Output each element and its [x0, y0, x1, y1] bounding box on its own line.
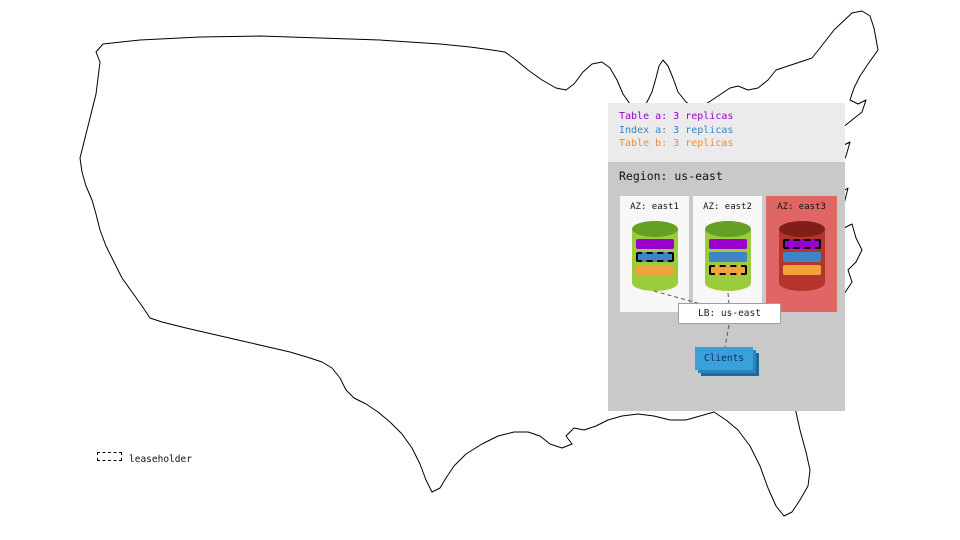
legend-item-table-a: Table a: 3 replicas [619, 111, 734, 122]
db-cylinder-east2 [704, 221, 751, 291]
replica-legend: Table a: 3 replicas Index a: 3 replicas … [608, 103, 845, 162]
clients-box: Clients [695, 347, 753, 370]
db-cylinder-east1 [631, 221, 678, 291]
az-label-east2: AZ: east2 [703, 202, 752, 212]
replica-bar-index-a [708, 252, 747, 262]
replica-bar-table-b [708, 265, 747, 275]
cylinder-top [704, 221, 751, 237]
az-label-east3: AZ: east3 [777, 202, 826, 212]
replica-bar-table-b [782, 265, 821, 275]
az-box-east3: AZ: east3 [766, 196, 837, 312]
legend-item-index-a: Index a: 3 replicas [619, 124, 734, 136]
cylinder-top [631, 221, 678, 237]
az-label-east1: AZ: east1 [630, 202, 679, 212]
leaseholder-swatch [97, 452, 122, 461]
clients-stack: Clients [695, 347, 759, 376]
replica-bar-table-a [782, 239, 821, 249]
az-box-east2: AZ: east2 [693, 196, 762, 312]
cylinder-bottom [631, 275, 678, 291]
cylinder-bottom [704, 275, 751, 291]
replica-bar-table-a [635, 239, 674, 249]
replica-bar-index-a [635, 252, 674, 262]
replica-bar-table-b [635, 265, 674, 275]
cylinder-top [778, 221, 825, 237]
legend-item-table-b: Table b: 3 replicas [619, 138, 734, 149]
az-box-east1: AZ: east1 [620, 196, 689, 312]
replica-bar-index-a [782, 252, 821, 262]
load-balancer-box: LB: us-east [678, 303, 781, 324]
region-box: Region: us-east AZ: east1 AZ: east2 [608, 162, 845, 411]
db-cylinder-east3 [778, 221, 825, 291]
region-title: Region: us-east [619, 169, 723, 183]
replica-bar-table-a [708, 239, 747, 249]
leaseholder-label: leaseholder [129, 454, 192, 465]
cylinder-bottom [778, 275, 825, 291]
